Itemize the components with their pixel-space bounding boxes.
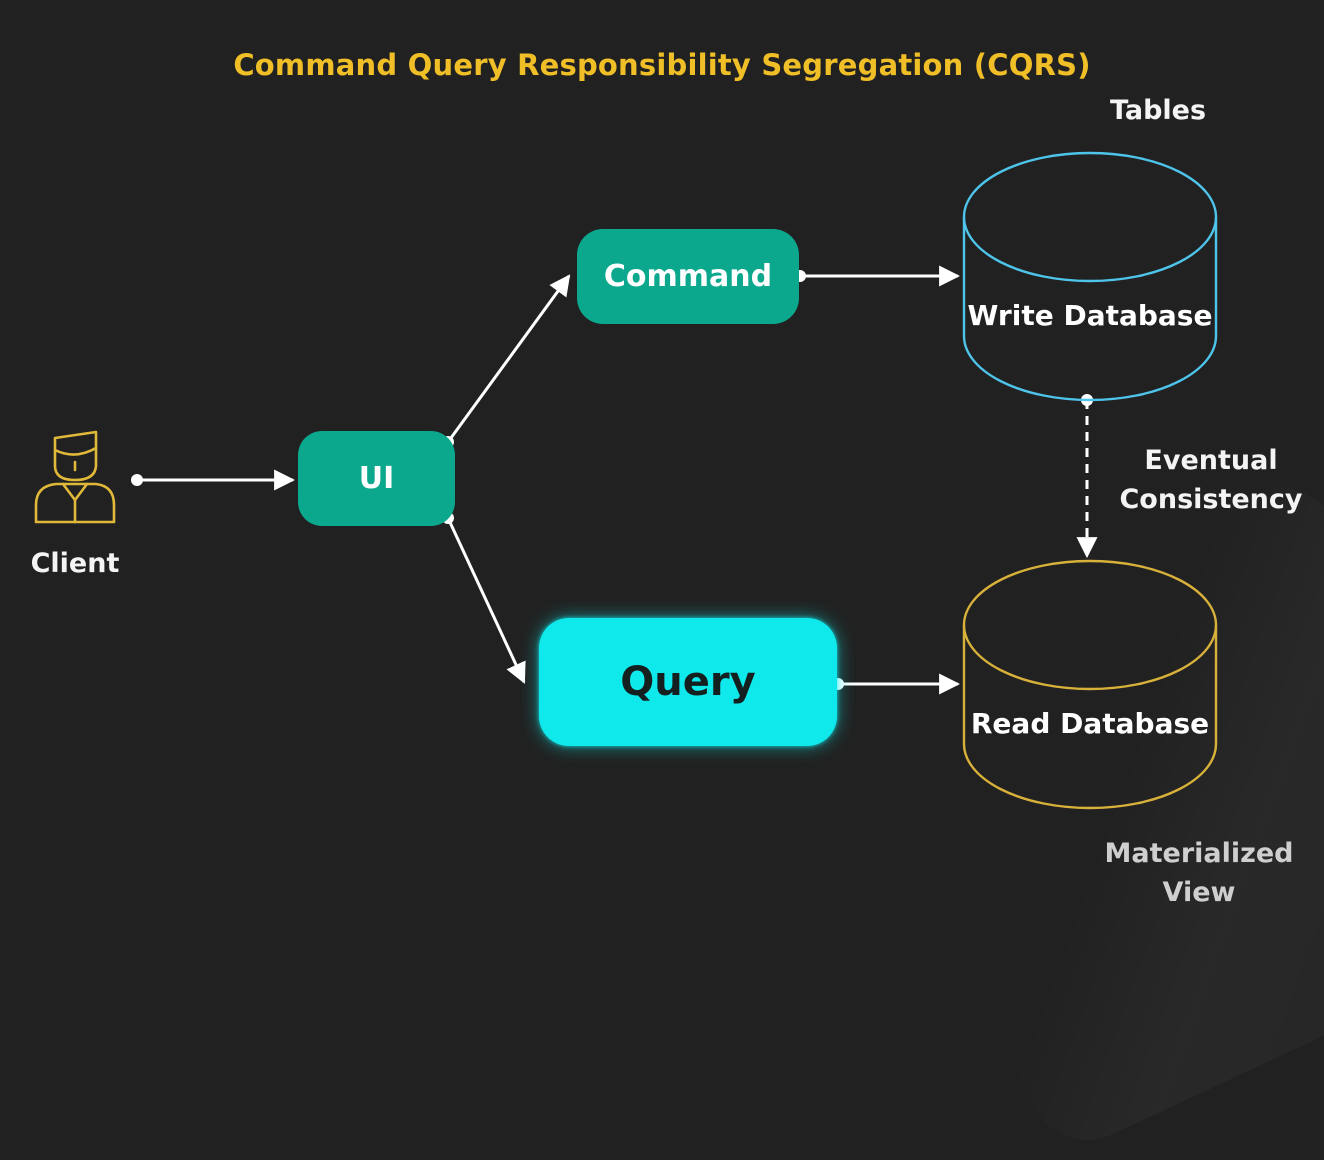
eventual-consistency-label: Eventual Consistency — [1106, 441, 1316, 519]
materialized-view-line-1: Materialized — [1104, 838, 1294, 869]
read-database-cylinder — [962, 559, 1218, 810]
tables-label: Tables — [1109, 95, 1207, 126]
query-node: Query — [539, 618, 837, 746]
connector-dot — [131, 474, 143, 486]
materialized-view-label: Materialized View — [1092, 834, 1306, 912]
ui-node: UI — [298, 431, 455, 526]
arrow-ui-to-query — [446, 517, 526, 684]
write-database-cylinder — [962, 151, 1218, 402]
diagram-title: Command Query Responsibility Segregation… — [233, 48, 1091, 82]
read-database-label: Read Database — [970, 707, 1210, 740]
command-node-label: Command — [603, 259, 773, 294]
person-icon — [34, 430, 116, 524]
query-node-label: Query — [620, 659, 756, 705]
eventual-consistency-line-2: Consistency — [1119, 484, 1303, 515]
arrow-ui-to-command — [446, 274, 571, 443]
eventual-consistency-line-1: Eventual — [1144, 445, 1278, 476]
write-database-label: Write Database — [967, 299, 1213, 332]
materialized-view-line-2: View — [1162, 877, 1236, 908]
command-node: Command — [577, 229, 799, 324]
ui-node-label: UI — [358, 461, 395, 496]
client-label: Client — [30, 548, 120, 579]
